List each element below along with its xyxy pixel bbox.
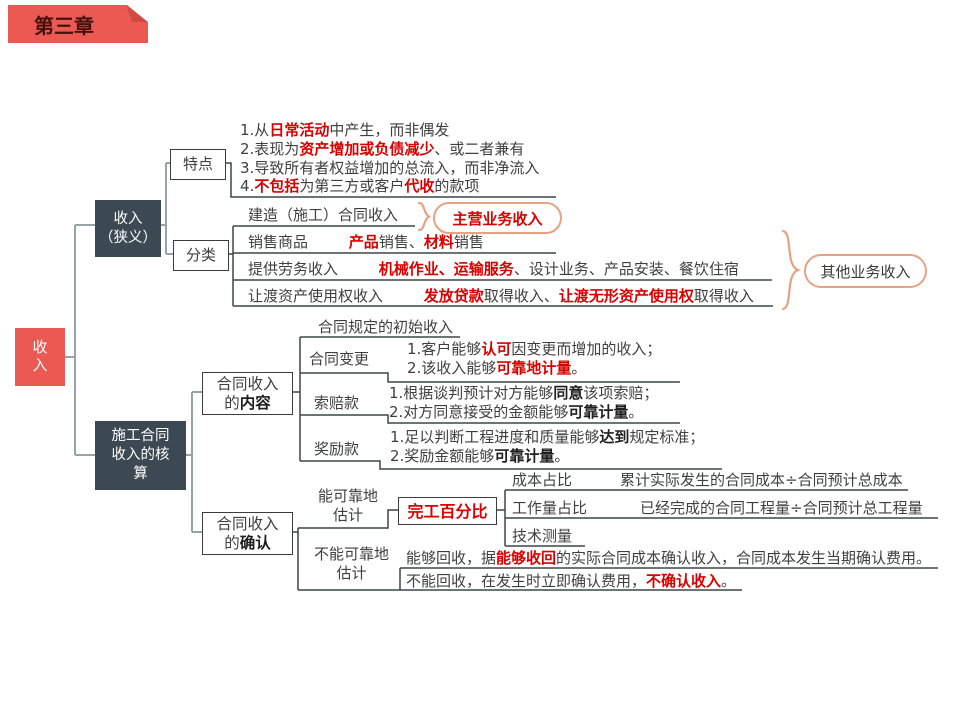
classification-label: 分类 xyxy=(185,246,216,264)
workload-ratio-formula: 已经完成的合同工程量÷合同预计总工程量 xyxy=(640,499,923,518)
claim-label: 索赔款 xyxy=(314,394,359,413)
box-line: 合同收入 xyxy=(216,514,279,533)
cost-ratio-formula: 累计实际发生的合同成本÷合同预计总成本 xyxy=(620,471,903,490)
box-line: 合同收入 xyxy=(216,374,279,393)
classification-row-asset-rights: 让渡资产使用权收入 发放贷款取得收入、让渡无形资产使用权取得收入 xyxy=(248,287,754,306)
recoverable-text: 能够回收，据能够收回的实际合同成本确认收入，合同成本发生当期确认费用。 xyxy=(406,549,931,568)
method-label: 完工百分比 xyxy=(407,501,488,521)
row-desc: 发放贷款取得收入、让渡无形资产使用权取得收入 xyxy=(423,287,754,305)
row-name: 提供劳务收入 xyxy=(248,260,339,278)
oval-label: 其他业务收入 xyxy=(820,262,911,281)
box-line: 的内容 xyxy=(224,393,271,412)
chapter-title: 第三章 xyxy=(34,13,94,38)
item-label: 合同变更 xyxy=(309,350,370,368)
contract-revenue-content-box: 合同收入 的内容 xyxy=(202,372,293,415)
method-name: 技术测量 xyxy=(512,527,573,545)
cost-ratio-label: 成本占比 xyxy=(512,471,572,490)
label-line: 能可靠地 xyxy=(317,487,378,505)
node-construction-accounting: 施工合同收入的核算 xyxy=(95,421,186,490)
item-label: 奖励款 xyxy=(314,440,360,458)
row-name: 让渡资产使用权收入 xyxy=(248,287,384,305)
unreliable-estimate-label: 不能可靠地 估计 xyxy=(303,545,400,583)
unrecoverable-text: 不能回收，在发生时立即确认费用，不确认收入。 xyxy=(406,572,736,591)
label-line: 不能可靠地 xyxy=(313,545,389,563)
rule-text: 不能回收，在发生时立即确认费用，不确认收入。 xyxy=(406,572,737,590)
label-line: 估计 xyxy=(336,564,367,582)
node-revenue-narrow: 收入 （狭义） xyxy=(95,200,161,257)
root-node-revenue: 收入 xyxy=(15,328,65,386)
desc-line: 1.足以判断工程进度和质量能够达到规定标准； xyxy=(390,428,705,446)
features-list: 1.从日常活动中产生，而非偶发 2.表现为资产增加或负债减少、或二者兼有 3.导… xyxy=(240,121,539,196)
bonus-label: 奖励款 xyxy=(314,440,359,459)
node-label: 施工合同收入的核算 xyxy=(111,428,170,482)
method-name: 工作量占比 xyxy=(512,499,588,517)
classification-label-box: 分类 xyxy=(173,240,229,271)
node-line: 收入 xyxy=(113,210,143,227)
contract-change-desc: 1.客户能够认可因变更而增加的收入； 2.该收入能够可靠地计量。 xyxy=(407,340,661,378)
classification-row-goods: 销售商品 产品销售、材料销售 xyxy=(248,233,484,252)
chapter-banner: 第三章 xyxy=(8,5,148,43)
classification-row-construction: 建造（施工）合同收入 xyxy=(248,206,398,225)
contract-revenue-recognition-box: 合同收入 的确认 xyxy=(202,512,293,555)
features-label: 特点 xyxy=(182,155,213,173)
row-name: 销售商品 xyxy=(248,233,309,251)
root-label: 收入 xyxy=(30,339,49,375)
desc-line: 1.根据谈判预计对方能够同意该项索赔； xyxy=(389,384,659,402)
row-desc: 产品销售、材料销售 xyxy=(348,233,484,251)
method-name: 成本占比 xyxy=(512,471,573,489)
main-business-revenue-oval: 主营业务收入 xyxy=(433,202,562,234)
features-label-box: 特点 xyxy=(170,149,226,180)
row-name: 建造（施工）合同收入 xyxy=(248,206,399,224)
feature-item: 2.表现为资产增加或负债减少、或二者兼有 xyxy=(240,139,525,158)
technical-measure-label: 技术测量 xyxy=(512,527,572,546)
claim-desc: 1.根据谈判预计对方能够同意该项索赔； 2.对方同意接受的金额能够可靠计量。 xyxy=(389,384,658,422)
initial-revenue-text: 合同规定的初始收入 xyxy=(318,318,453,337)
row-desc: 机械作业、运输服务、设计业务、产品安装、餐饮住宿 xyxy=(378,260,739,278)
desc-line: 2.该收入能够可靠地计量。 xyxy=(407,358,587,377)
feature-item: 3.导致所有者权益增加的总流入，而非净流入 xyxy=(240,158,540,177)
rule-text: 能够回收，据能够收回的实际合同成本确认收入，合同成本发生当期确认费用。 xyxy=(406,549,932,567)
reliable-estimate-label: 能可靠地 估计 xyxy=(305,487,391,525)
node-line: （狭义） xyxy=(99,229,157,246)
desc-line: 2.奖励金额能够可靠计量。 xyxy=(390,446,570,465)
formula-text: 已经完成的合同工程量÷合同预计总工程量 xyxy=(640,499,923,517)
label-line: 估计 xyxy=(332,506,363,524)
item-label: 索赔款 xyxy=(314,394,360,412)
feature-item: 1.从日常活动中产生，而非偶发 xyxy=(240,121,450,139)
workload-ratio-label: 工作量占比 xyxy=(512,499,587,518)
initial-revenue-label: 合同规定的初始收入 xyxy=(318,318,454,336)
bonus-desc: 1.足以判断工程进度和质量能够达到规定标准； 2.奖励金额能够可靠计量。 xyxy=(390,428,704,466)
desc-line: 2.对方同意接受的金额能够可靠计量。 xyxy=(389,402,644,421)
contract-change-label: 合同变更 xyxy=(309,350,369,369)
desc-line: 1.客户能够认可因变更而增加的收入； xyxy=(407,340,662,358)
box-line: 的确认 xyxy=(224,533,271,552)
feature-item: 4.不包括为第三方或客户代收的款项 xyxy=(240,177,480,196)
classification-row-services: 提供劳务收入 机械作业、运输服务、设计业务、产品安装、餐饮住宿 xyxy=(248,260,739,279)
oval-label: 主营业务收入 xyxy=(452,209,543,228)
formula-text: 累计实际发生的合同成本÷合同预计总成本 xyxy=(620,471,903,489)
other-business-revenue-oval: 其他业务收入 xyxy=(804,254,927,288)
percentage-of-completion-box: 完工百分比 xyxy=(398,497,497,525)
